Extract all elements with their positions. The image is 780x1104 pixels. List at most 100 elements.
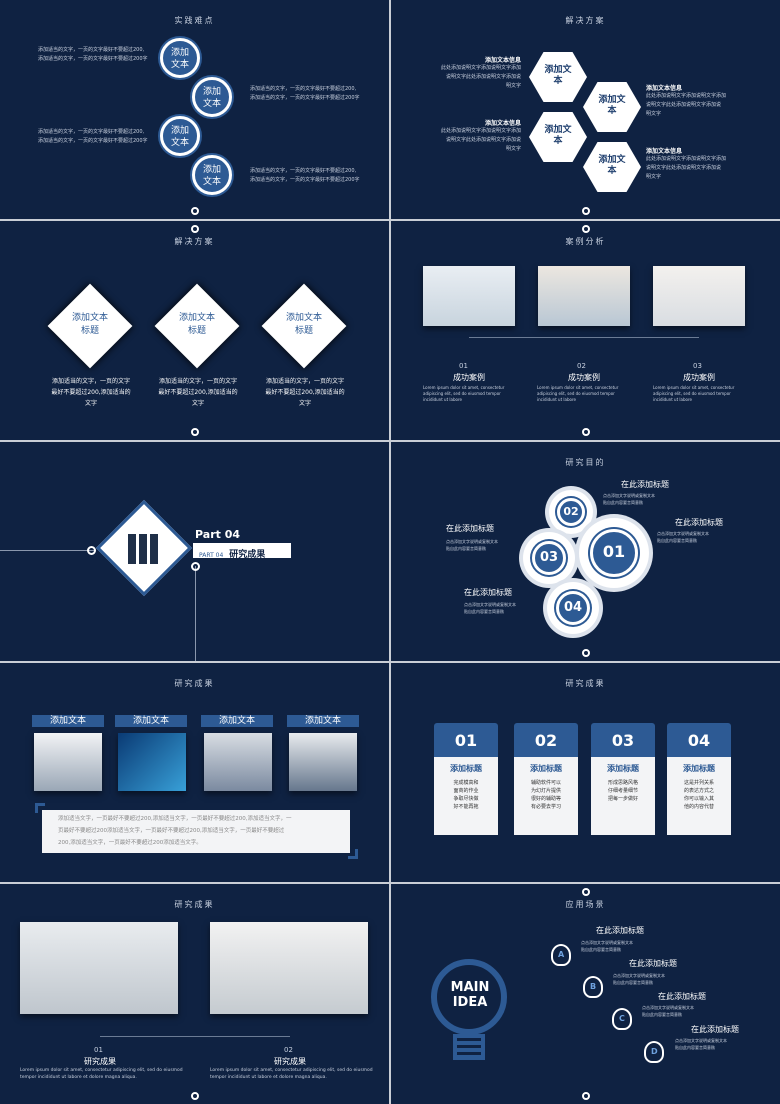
item-num: 01: [94, 1046, 103, 1054]
team-photo: [204, 733, 272, 791]
idea-desc: 点击添加文字说明或复制文本 贴自此内容要言简意赅: [613, 973, 665, 985]
nav-dot: [581, 1092, 590, 1100]
lightbulb-icon: [431, 959, 507, 1035]
slide-title: 研究目的: [565, 458, 606, 467]
label-bar: 添加文本: [115, 715, 187, 727]
diamond-label: 添加文本 标题: [285, 313, 322, 336]
gear-01: 01: [590, 529, 638, 577]
item-name: 研究成果: [274, 1057, 306, 1066]
slide-7[interactable]: 研究成果 添加文本 添加文本 添加文本 添加文本 添加适当文字，一页最好不要超过…: [0, 663, 389, 882]
nav-dot: [581, 428, 590, 436]
slide-title: 解决方案: [174, 237, 215, 246]
group-heading: 在此添加标题: [464, 588, 512, 597]
item-text: 添加适当的文字，一页的文字最好不要超过200, 添加适当的文字，一页的文字最好不…: [38, 47, 148, 62]
gear-icon: [523, 532, 575, 584]
case-photo: [653, 266, 745, 326]
slide-6[interactable]: 研究目的 02 01 03 04 在此添加标题 点击添加文字说明或复制文本 贴自…: [391, 442, 780, 661]
nav-dot: [581, 207, 590, 215]
bulb-c: [612, 1008, 632, 1030]
gear-04: 04: [556, 591, 590, 625]
circle-item: 添加 文本: [160, 38, 200, 78]
group-desc: 点击添加文字说明或复制文本 贴自此内容要言简意赅: [446, 539, 498, 551]
corner-mark: [348, 849, 358, 859]
group-desc: 点击添加文字说明或复制文本 贴自此内容要言简意赅: [464, 602, 516, 614]
slide-title: 应用场景: [565, 900, 606, 909]
circle-item: 添加 文本: [160, 116, 200, 156]
hex-item: 添加文 本: [529, 112, 587, 162]
info-title: 添加文本信息: [484, 120, 521, 127]
item-name: 研究成果: [84, 1057, 116, 1066]
item-text: 添加适当的文字，一页的文字最好不要超过200, 添加适当的文字，一页的文字最好不…: [250, 86, 360, 101]
diamond-text: 添加适当的文字，一页的文字 最好不要超过200,添加适当的 文字: [265, 378, 345, 407]
letter: D: [651, 1047, 658, 1056]
book-icon: [128, 534, 158, 564]
info-title: 添加文本信息: [646, 85, 683, 92]
circle-item: 添加 文本: [192, 155, 232, 195]
case-num: 03: [693, 362, 702, 370]
diamond-label: 添加文本 标题: [178, 313, 215, 336]
gear-icon: [549, 490, 593, 534]
timeline: [100, 1036, 290, 1037]
diamond-text: 添加适当的文字，一页的文字 最好不要超过200,添加适当的 文字: [51, 378, 131, 407]
part-tag: PART 04 研究成果: [193, 543, 291, 560]
bulb-base: [453, 1034, 485, 1060]
case-num: 02: [577, 362, 586, 370]
hex-item: 添加文 本: [529, 52, 587, 102]
slide-9[interactable]: 研究成果 01 研究成果 02 研究成果 Lorem ipsum dolor s…: [0, 884, 389, 1104]
label-bar: 添加文本: [287, 715, 359, 727]
team-photo: [289, 733, 357, 791]
group-heading: 在此添加标题: [675, 518, 723, 527]
case-name: 成功案例: [453, 373, 485, 382]
nav-dot: [581, 225, 590, 233]
slide-2[interactable]: 解决方案 添加文 本 添加文 本 添加文 本 添加文 本 添加文本信息 此处添加…: [391, 0, 780, 219]
slide-5[interactable]: Part 04 PART 04 研究成果: [0, 442, 389, 661]
slide-title: 研究成果: [565, 679, 606, 688]
slide-10[interactable]: 应用场景 MAIN IDEA A B C D 在此添加标题 点击添加文字说明或复…: [391, 884, 780, 1104]
part-sub: 研究成果: [229, 550, 266, 560]
bulb-b: [583, 976, 603, 998]
divider-dot: [191, 562, 200, 571]
nav-dot: [190, 428, 199, 436]
case-text: Lorem ipsum dolor sit amet, consectetur …: [653, 385, 735, 402]
label-bar: 添加文本: [201, 715, 273, 727]
case-num: 01: [459, 362, 468, 370]
slide-1[interactable]: 实践难点 添加 文本 添加 文本 添加 文本 添加 文本 添加适当的文字，一页的…: [0, 0, 389, 219]
idea-desc: 点击添加文字说明或复制文本 贴自此内容要言简意赅: [642, 1005, 694, 1017]
slide-4[interactable]: 案例分析 01 成功案例 02 成功案例 03 成功案例 Lorem ipsum…: [391, 221, 780, 440]
slide-title: 研究成果: [174, 679, 215, 688]
info-text: 此处添加说明文字添加说明文字添加 说明文字此处添加说明文字添加说 明文字: [440, 128, 521, 152]
slide-title: 研究成果: [174, 900, 215, 909]
idea-heading: 在此添加标题: [629, 959, 677, 968]
item-text: 添加适当的文字，一页的文字最好不要超过200, 添加适当的文字，一页的文字最好不…: [250, 168, 360, 183]
idea-heading: 在此添加标题: [658, 992, 706, 1001]
group-desc: 点击添加文字说明或复制文本 贴自此内容要言简意赅: [603, 493, 655, 505]
item-text: Lorem ipsum dolor sit amet, consectetur …: [210, 1068, 373, 1080]
case-name: 成功案例: [568, 373, 600, 382]
slide-title: 案例分析: [565, 237, 606, 246]
case-name: 成功案例: [683, 373, 715, 382]
text-box: 添加适当文字，一页最好不要超过200,添加适当文字，一页最好不要超过200,添加…: [42, 810, 350, 853]
case-text: Lorem ipsum dolor sit amet, consectetur …: [537, 385, 619, 402]
diamond-label: 添加文本 标题: [71, 313, 108, 336]
nav-dot: [581, 649, 590, 657]
group-heading: 在此添加标题: [621, 480, 669, 489]
divider-line: [195, 566, 196, 661]
slide-title: 解决方案: [565, 16, 606, 25]
part-heading: Part 04: [195, 528, 241, 541]
gear-02: 02: [557, 498, 585, 526]
slide-3[interactable]: 解决方案 添加文本 标题 添加文本 标题 添加文本 标题 添加适当的文字，一页的…: [0, 221, 389, 440]
case-photo: [423, 266, 515, 326]
info-title: 添加文本信息: [646, 148, 683, 155]
group-heading: 在此添加标题: [446, 524, 494, 533]
case-photo: [538, 266, 630, 326]
circle-item: 添加 文本: [192, 77, 232, 117]
item-text: 添加适当的文字，一页的文字最好不要超过200, 添加适当的文字，一页的文字最好不…: [38, 129, 148, 144]
corner-mark: [35, 803, 45, 813]
divider-dot: [87, 546, 96, 555]
main-idea: MAIN IDEA: [450, 980, 490, 1010]
nav-dot: [581, 888, 590, 896]
